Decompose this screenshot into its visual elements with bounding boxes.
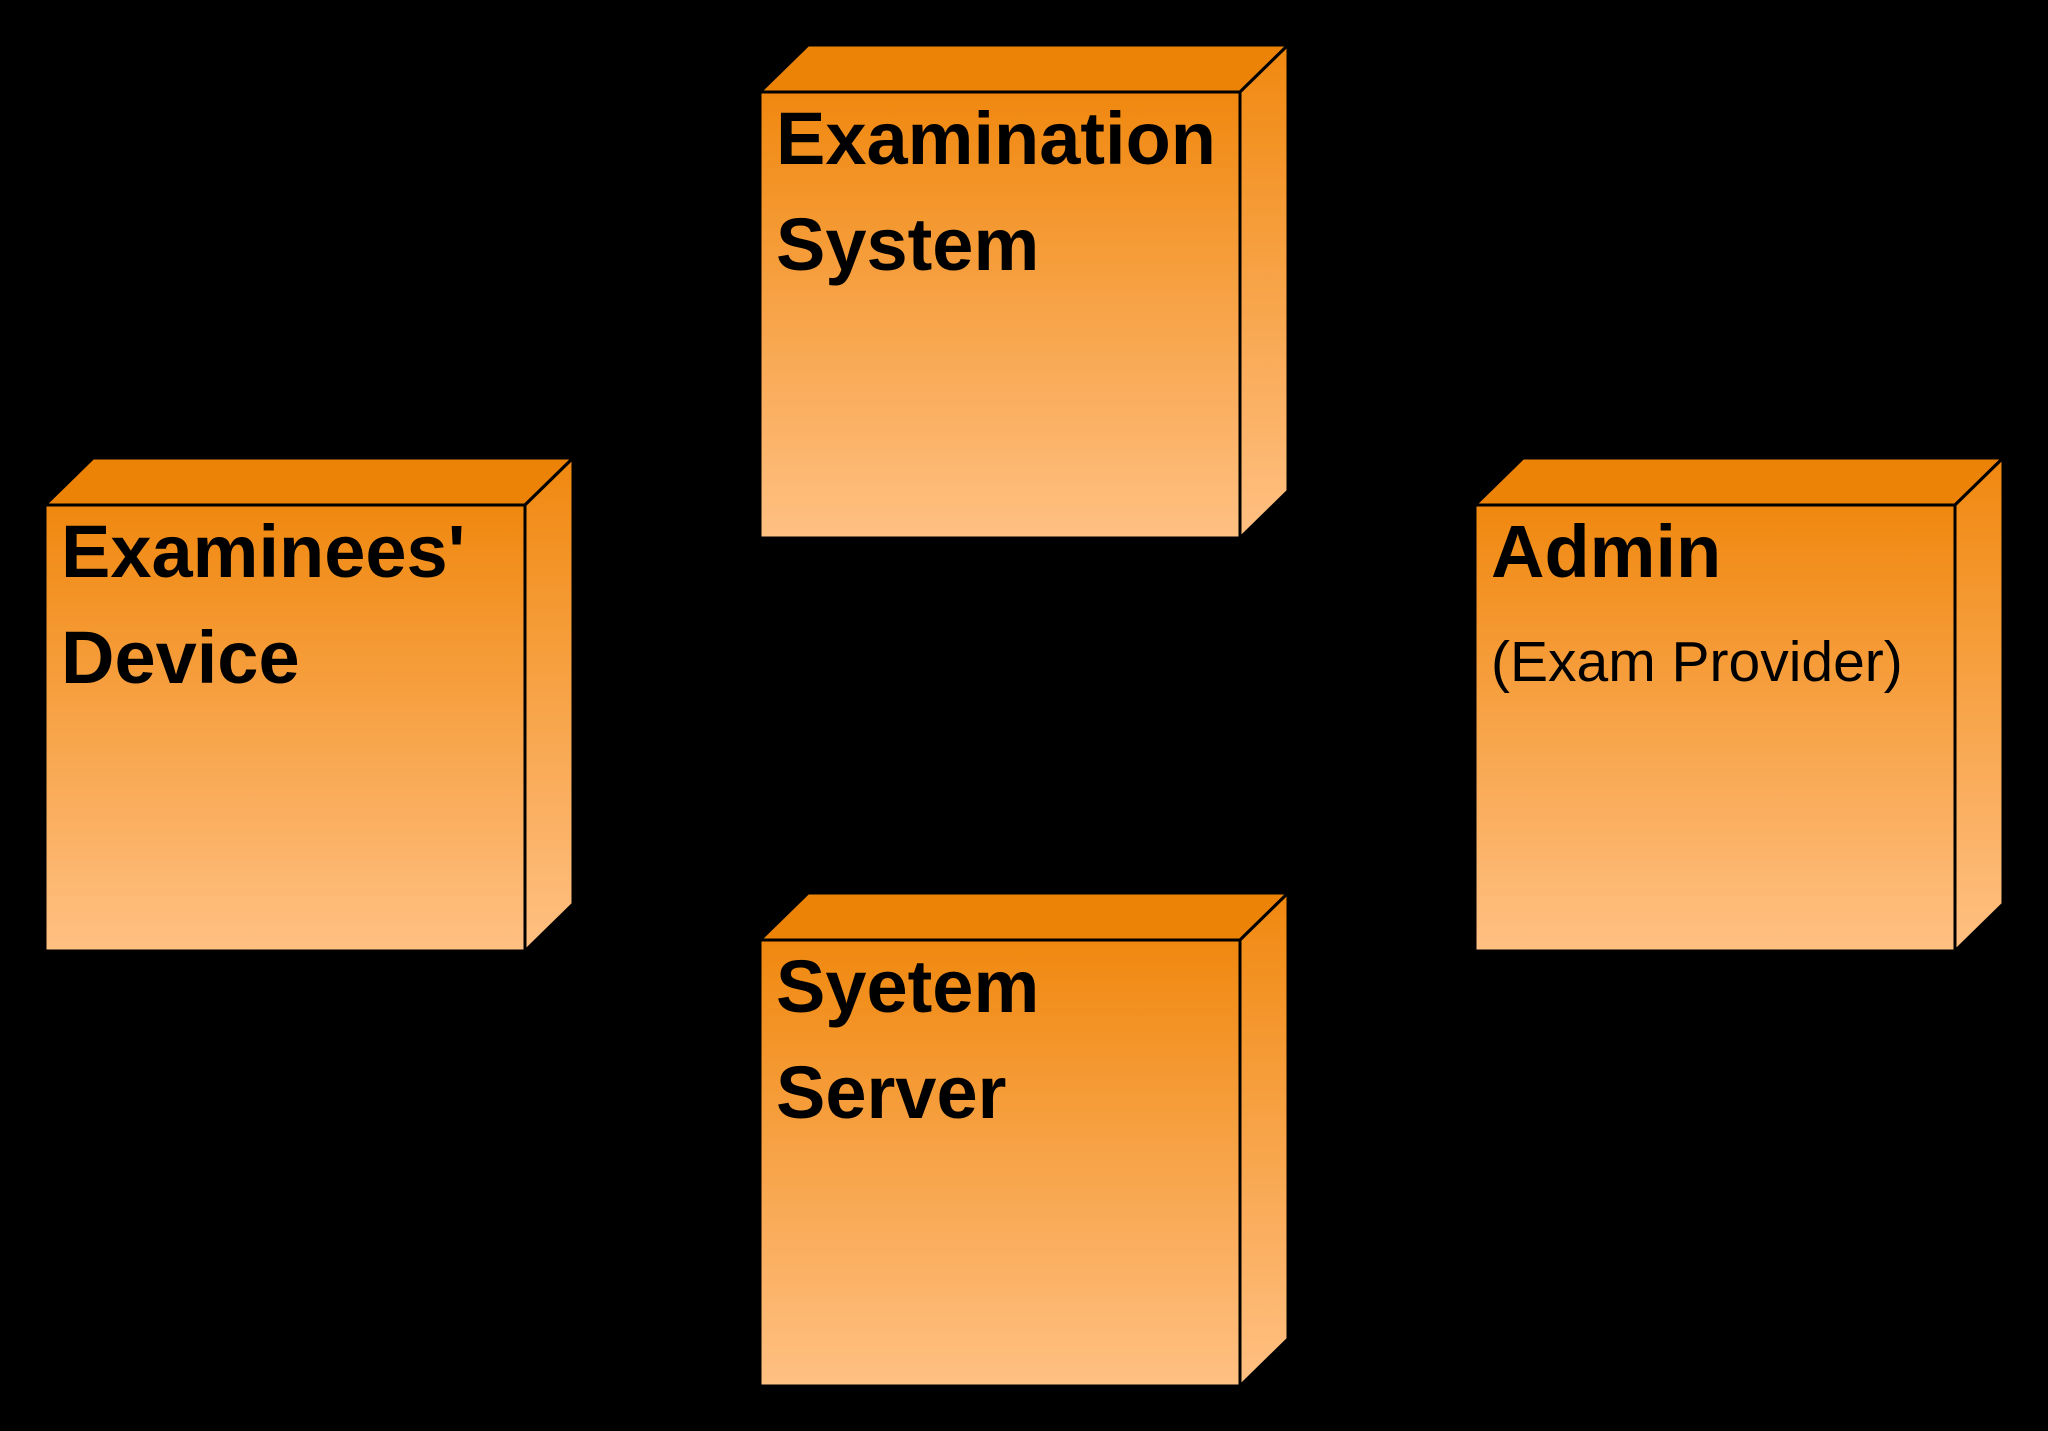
node-top-face [43, 456, 575, 507]
node-subtitle: (Exam Provider) [1491, 630, 1903, 694]
node-front-face [1473, 503, 1957, 953]
node-title-line: Syetem [776, 945, 1039, 1028]
node-system-server: Syetem Server [758, 891, 1290, 1388]
node-title-line: Device [61, 616, 300, 699]
node-examination-system: Examination System [758, 43, 1290, 540]
node-front-face [43, 503, 527, 953]
node-title-line: Examinees' [61, 510, 465, 593]
node-top-face [758, 43, 1290, 94]
node-right-face [1238, 891, 1290, 1388]
node-title-line: System [776, 203, 1039, 286]
node-title-line: Admin [1491, 510, 1721, 593]
node-right-face [523, 456, 575, 953]
node-examinees-device: Examinees' Device [43, 456, 575, 953]
node-title-line: Examination [776, 97, 1216, 180]
node-front-face [758, 938, 1242, 1388]
node-right-face [1953, 456, 2005, 953]
node-top-face [758, 891, 1290, 942]
node-right-face [1238, 43, 1290, 540]
node-top-face [1473, 456, 2005, 507]
node-front-face [758, 90, 1242, 540]
node-admin: Admin (Exam Provider) [1473, 456, 2005, 953]
node-title-line: Server [776, 1051, 1006, 1134]
